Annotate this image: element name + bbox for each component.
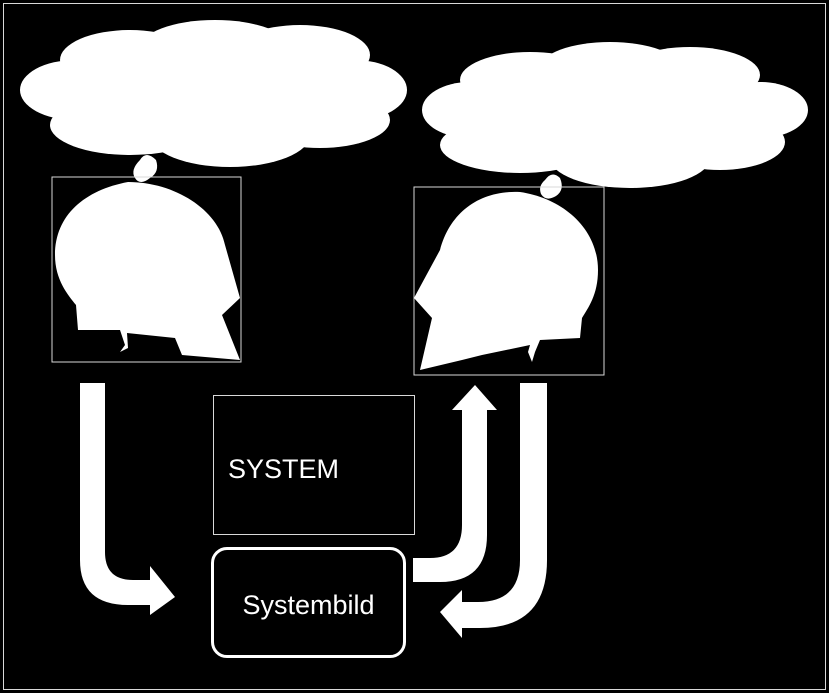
head-right-icon <box>414 191 598 370</box>
arrow-left-to-systembild <box>80 383 175 615</box>
system-box: SYSTEM <box>213 395 415 535</box>
systembild-label: Systembild <box>242 590 375 620</box>
system-label: SYSTEM <box>228 454 340 484</box>
head-left-icon <box>55 182 240 360</box>
arrow-systembild-to-right-head <box>413 385 497 582</box>
head-frame-right <box>413 186 605 376</box>
systembild-box: Systembild <box>211 547 406 658</box>
thought-cloud-right <box>422 42 808 199</box>
head-frame-left <box>51 176 242 363</box>
arrow-right-head-to-systembild <box>440 383 547 638</box>
thought-cloud-left <box>20 20 407 182</box>
